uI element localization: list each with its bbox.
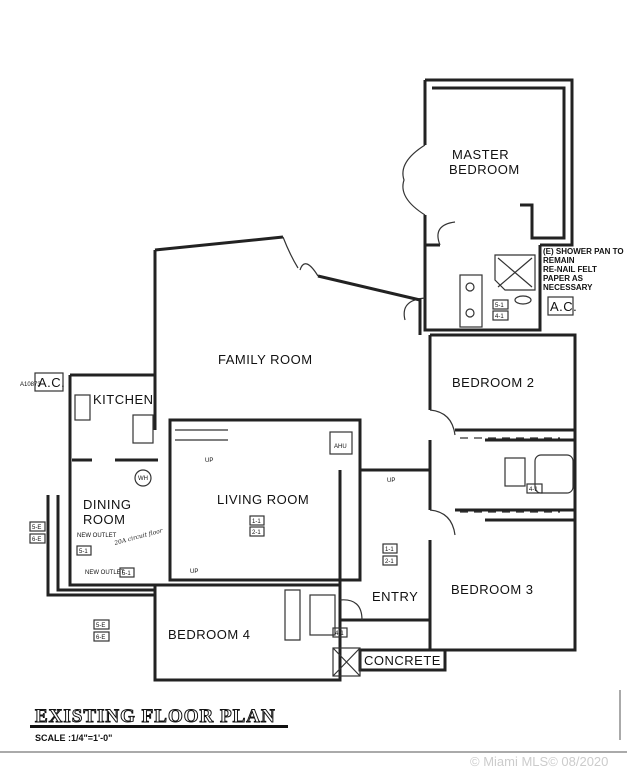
living-room-walls	[168, 418, 430, 582]
svg-text:1-1: 1-1	[252, 519, 261, 525]
svg-text:2-1: 2-1	[252, 530, 261, 536]
new-outlet-note-2: NEW OUTLET	[85, 570, 125, 576]
room-label-master-1: MASTER	[452, 147, 509, 162]
svg-text:5-E: 5-E	[96, 623, 105, 629]
handwritten-note: 20A circuit floor	[113, 527, 165, 547]
room-label-living: LIVING ROOM	[217, 492, 309, 507]
ac-label: A.C.	[550, 299, 577, 314]
wh-label: WH	[138, 476, 148, 482]
up-label-3: UP	[190, 569, 198, 575]
svg-text:1-1: 1-1	[385, 547, 394, 553]
room-label-entry: ENTRY	[372, 589, 418, 604]
room-label-kitchen: KITCHEN	[93, 392, 154, 407]
room-label-master-2: BEDROOM	[449, 162, 520, 177]
svg-text:5-1: 5-1	[79, 549, 88, 555]
room-label-dining-1: DINING	[83, 497, 132, 512]
svg-text:5-1: 5-1	[122, 571, 131, 577]
family-room-walls	[153, 235, 422, 375]
mls-watermark: © Miami MLS© 08/2020	[470, 754, 608, 768]
svg-text:4-1: 4-1	[529, 487, 538, 493]
ac-unit-box-left	[34, 372, 64, 392]
room-label-concrete: CONCRETE	[364, 653, 441, 668]
border-line	[0, 690, 627, 753]
up-label-2: UP	[387, 478, 395, 484]
shower-note-2: RE-NAIL FELT PAPER AS NECESSARY	[543, 265, 597, 292]
svg-text:4-1: 4-1	[335, 631, 344, 637]
plan-scale: SCALE :1/4"=1'-0"	[35, 733, 112, 743]
ac-label-left: A.C.	[38, 375, 65, 390]
new-outlet-note: NEW OUTLET	[77, 533, 117, 539]
room-label-bedroom3: BEDROOM 3	[451, 582, 534, 597]
shower-note-1: (E) SHOWER PAN TO REMAIN	[543, 247, 624, 265]
kitchen-dining-walls	[46, 373, 160, 597]
svg-text:6-E: 6-E	[96, 635, 105, 641]
room-label-family: FAMILY ROOM	[218, 352, 313, 367]
bedroom-wing	[428, 333, 577, 652]
room-label-bedroom4: BEDROOM 4	[168, 627, 251, 642]
master-bath	[403, 245, 542, 332]
svg-text:5-1: 5-1	[495, 303, 504, 309]
svg-text:2-1: 2-1	[385, 559, 394, 565]
shower-note: (E) SHOWER PAN TO REMAIN RE-NAIL FELT PA…	[543, 247, 626, 292]
entry-walls	[332, 470, 447, 680]
plan-title: EXISTING FLOOR PLAN	[35, 706, 276, 727]
ahu-label: AHU	[334, 444, 347, 450]
room-label-bedroom2: BEDROOM 2	[452, 375, 535, 390]
ac-unit-box	[547, 296, 574, 316]
svg-text:6-E: 6-E	[32, 537, 41, 543]
svg-text:4-1: 4-1	[495, 314, 504, 320]
title-underline	[30, 725, 288, 728]
up-label: UP	[205, 458, 213, 464]
spec-tags: 5-1 4-1 4-1 1-1 2-1 1-1 2-1 5-1 5-1 4-1 …	[29, 299, 543, 642]
room-label-dining-2: ROOM	[83, 512, 125, 527]
listing-watermark: A10873	[20, 382, 41, 388]
svg-text:5-E: 5-E	[32, 525, 41, 531]
